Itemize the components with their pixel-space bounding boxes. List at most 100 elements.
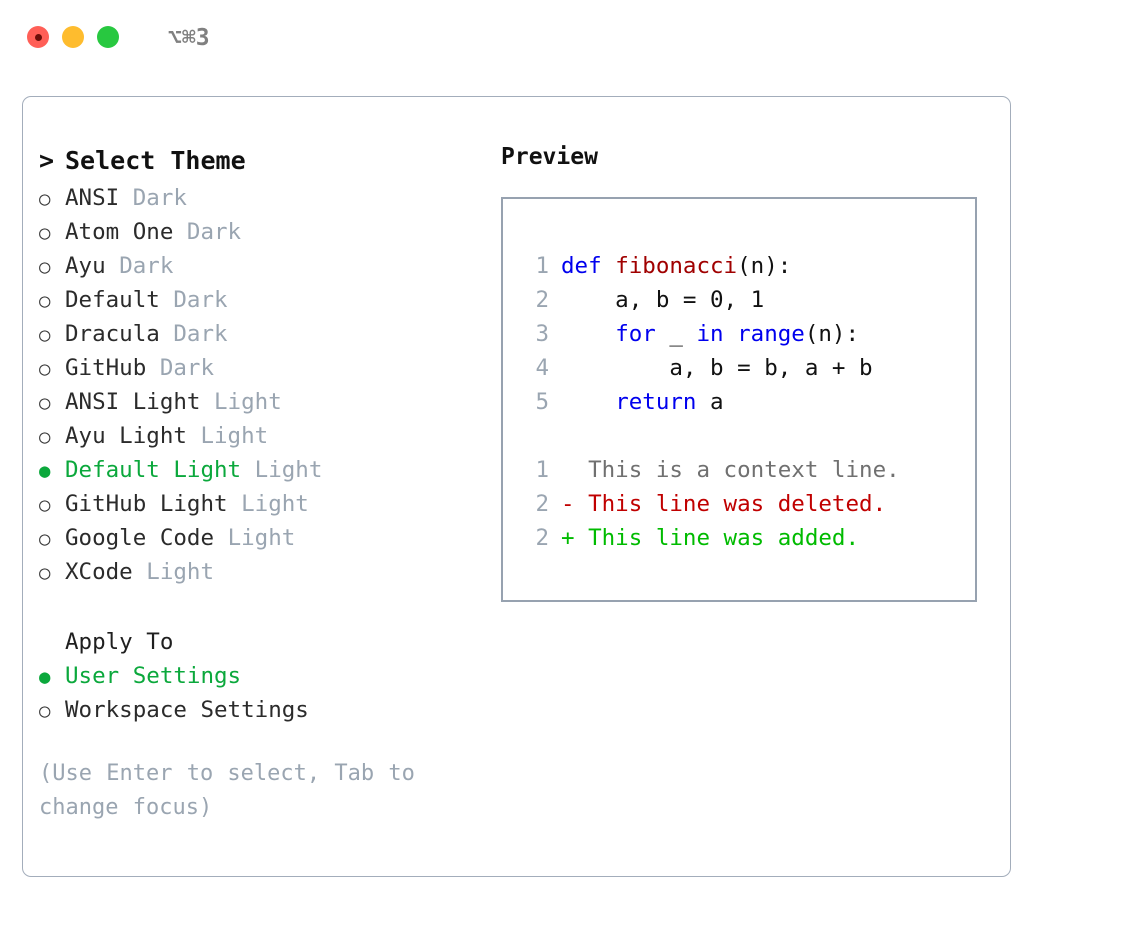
theme-list-item-ansi-light[interactable]: ○ ANSI Light Light xyxy=(39,385,469,419)
diff-line-added: 2 + This line was added. xyxy=(519,521,969,555)
code-token-text xyxy=(561,317,615,351)
code-token-text: (n): xyxy=(737,253,792,279)
theme-list-item-ayu-dark[interactable]: ○ Ayu Dark xyxy=(39,249,469,283)
theme-variant-label: Dark xyxy=(173,321,228,347)
line-number: 2 xyxy=(535,491,549,517)
radio-unselected-icon[interactable]: ○ xyxy=(39,358,51,380)
radio-unselected-icon[interactable]: ○ xyxy=(39,392,51,414)
diff-sign: + xyxy=(561,525,575,551)
apply-to-option-workspace-settings[interactable]: ○ Workspace Settings xyxy=(39,693,469,727)
theme-variant-label: Light xyxy=(227,525,296,551)
preview-column: Preview 1 def fibonacci(n): 2 a, b = 0, … xyxy=(501,141,996,602)
theme-variant-label: Light xyxy=(254,457,323,483)
code-token-text: a xyxy=(696,389,724,415)
code-token-text: (n): xyxy=(804,321,860,347)
radio-selected-icon[interactable]: ● xyxy=(39,666,51,688)
theme-list-item-ayu-light[interactable]: ○ Ayu Light Light xyxy=(39,419,469,453)
theme-variant-label: Dark xyxy=(159,355,215,381)
theme-variant xyxy=(133,555,147,589)
theme-list-item-dracula-dark[interactable]: ○ Dracula Dark xyxy=(39,317,469,351)
theme-name: Google Code xyxy=(65,525,215,551)
minimize-button-icon[interactable] xyxy=(62,26,84,48)
keyboard-shortcut-label: ⌥⌘3 xyxy=(168,25,210,51)
theme-name: ANSI Light xyxy=(65,389,201,415)
theme-name: Ayu Light xyxy=(65,423,187,449)
code-token-keyword: for xyxy=(615,321,656,347)
diff-text-spacer xyxy=(575,487,589,521)
code-line: 5 return a xyxy=(519,385,969,419)
theme-variant xyxy=(160,317,174,351)
radio-unselected-icon[interactable]: ○ xyxy=(39,188,51,210)
theme-list-item-ansi-dark[interactable]: ○ ANSI Dark xyxy=(39,181,469,215)
diff-sign xyxy=(561,453,575,487)
radio-unselected-icon[interactable]: ○ xyxy=(39,528,51,550)
theme-list-item-github-dark[interactable]: ○ GitHub Dark xyxy=(39,351,469,385)
code-token-function: fibonacci xyxy=(615,253,738,279)
line-number: 5 xyxy=(535,389,549,415)
theme-variant xyxy=(214,521,228,555)
theme-variant-label: Light xyxy=(146,559,215,585)
radio-unselected-icon[interactable]: ○ xyxy=(39,562,51,584)
theme-list[interactable]: ○ ANSI Dark ○ Atom One Dark ○ Ayu Dark ○ xyxy=(39,181,469,589)
theme-variant-label: Light xyxy=(241,491,309,517)
theme-list-item-google-code[interactable]: ○ Google Code Light xyxy=(39,521,469,555)
diff-line-deleted: 2 - This line was deleted. xyxy=(519,487,969,521)
code-token-text: _ xyxy=(655,321,697,347)
code-token-text: a, b = b, a + b xyxy=(561,355,873,381)
theme-name: Dracula xyxy=(65,321,160,347)
radio-unselected-icon[interactable]: ○ xyxy=(39,426,51,448)
radio-unselected-icon[interactable]: ○ xyxy=(39,290,51,312)
code-token-keyword: in xyxy=(696,321,738,347)
traffic-lights xyxy=(27,26,119,48)
diff-text: This is a context line. xyxy=(588,457,900,483)
diff-sign: - xyxy=(561,491,575,517)
apply-to-option-label: Workspace Settings xyxy=(65,697,309,723)
radio-unselected-icon[interactable]: ○ xyxy=(39,700,51,722)
title-bar: ⌥⌘3 xyxy=(0,0,1140,78)
apply-to-heading: Apply To xyxy=(39,625,469,659)
close-button-icon[interactable] xyxy=(27,26,49,48)
code-token-text xyxy=(561,385,615,419)
line-number: 2 xyxy=(535,525,549,551)
diff-text: This line was added. xyxy=(588,525,860,551)
theme-variant xyxy=(160,283,174,317)
theme-list-item-xcode[interactable]: ○ XCode Light xyxy=(39,555,469,589)
theme-list-item-atom-one-dark[interactable]: ○ Atom One Dark xyxy=(39,215,469,249)
line-number: 1 xyxy=(535,253,549,279)
code-line: 4 a, b = b, a + b xyxy=(519,351,969,385)
diff-text-spacer xyxy=(575,521,589,555)
apply-to-option-label: User Settings xyxy=(65,663,242,689)
page-title: Select Theme xyxy=(65,146,246,175)
radio-unselected-icon[interactable]: ○ xyxy=(39,494,51,516)
radio-unselected-icon[interactable]: ○ xyxy=(39,222,51,244)
theme-name: GitHub Light xyxy=(65,491,228,517)
line-number: 3 xyxy=(535,321,549,347)
theme-name: GitHub xyxy=(65,355,147,381)
line-number: 2 xyxy=(535,287,549,313)
theme-list-item-github-light[interactable]: ○ GitHub Light Light xyxy=(39,487,469,521)
line-number: 4 xyxy=(535,355,549,381)
diff-text-spacer xyxy=(575,453,589,487)
theme-variant-label: Dark xyxy=(173,287,228,313)
code-line: 3 for _ in range(n): xyxy=(519,317,969,351)
theme-list-item-default-light[interactable]: ● Default Light Light xyxy=(39,453,469,487)
radio-selected-icon[interactable]: ● xyxy=(39,460,51,482)
theme-variant xyxy=(228,487,242,521)
apply-to-label: Apply To xyxy=(65,629,174,655)
theme-list-column: > Select Theme ○ ANSI Dark ○ Atom One Da… xyxy=(39,141,469,825)
code-blank-line xyxy=(519,419,969,453)
theme-name: Default xyxy=(65,287,160,313)
theme-list-item-default-dark[interactable]: ○ Default Dark xyxy=(39,283,469,317)
hint-spacer xyxy=(39,727,469,757)
zoom-button-icon[interactable] xyxy=(97,26,119,48)
radio-unselected-icon[interactable]: ○ xyxy=(39,256,51,278)
radio-unselected-icon[interactable]: ○ xyxy=(39,324,51,346)
theme-name: Ayu xyxy=(65,253,106,279)
apply-to-list[interactable]: ● User Settings ○ Workspace Settings xyxy=(39,659,469,727)
theme-variant xyxy=(119,181,133,215)
apply-to-option-user-settings[interactable]: ● User Settings xyxy=(39,659,469,693)
theme-variant xyxy=(173,215,187,249)
code-token-builtin: range xyxy=(737,321,805,347)
theme-variant-label: Dark xyxy=(186,219,242,245)
